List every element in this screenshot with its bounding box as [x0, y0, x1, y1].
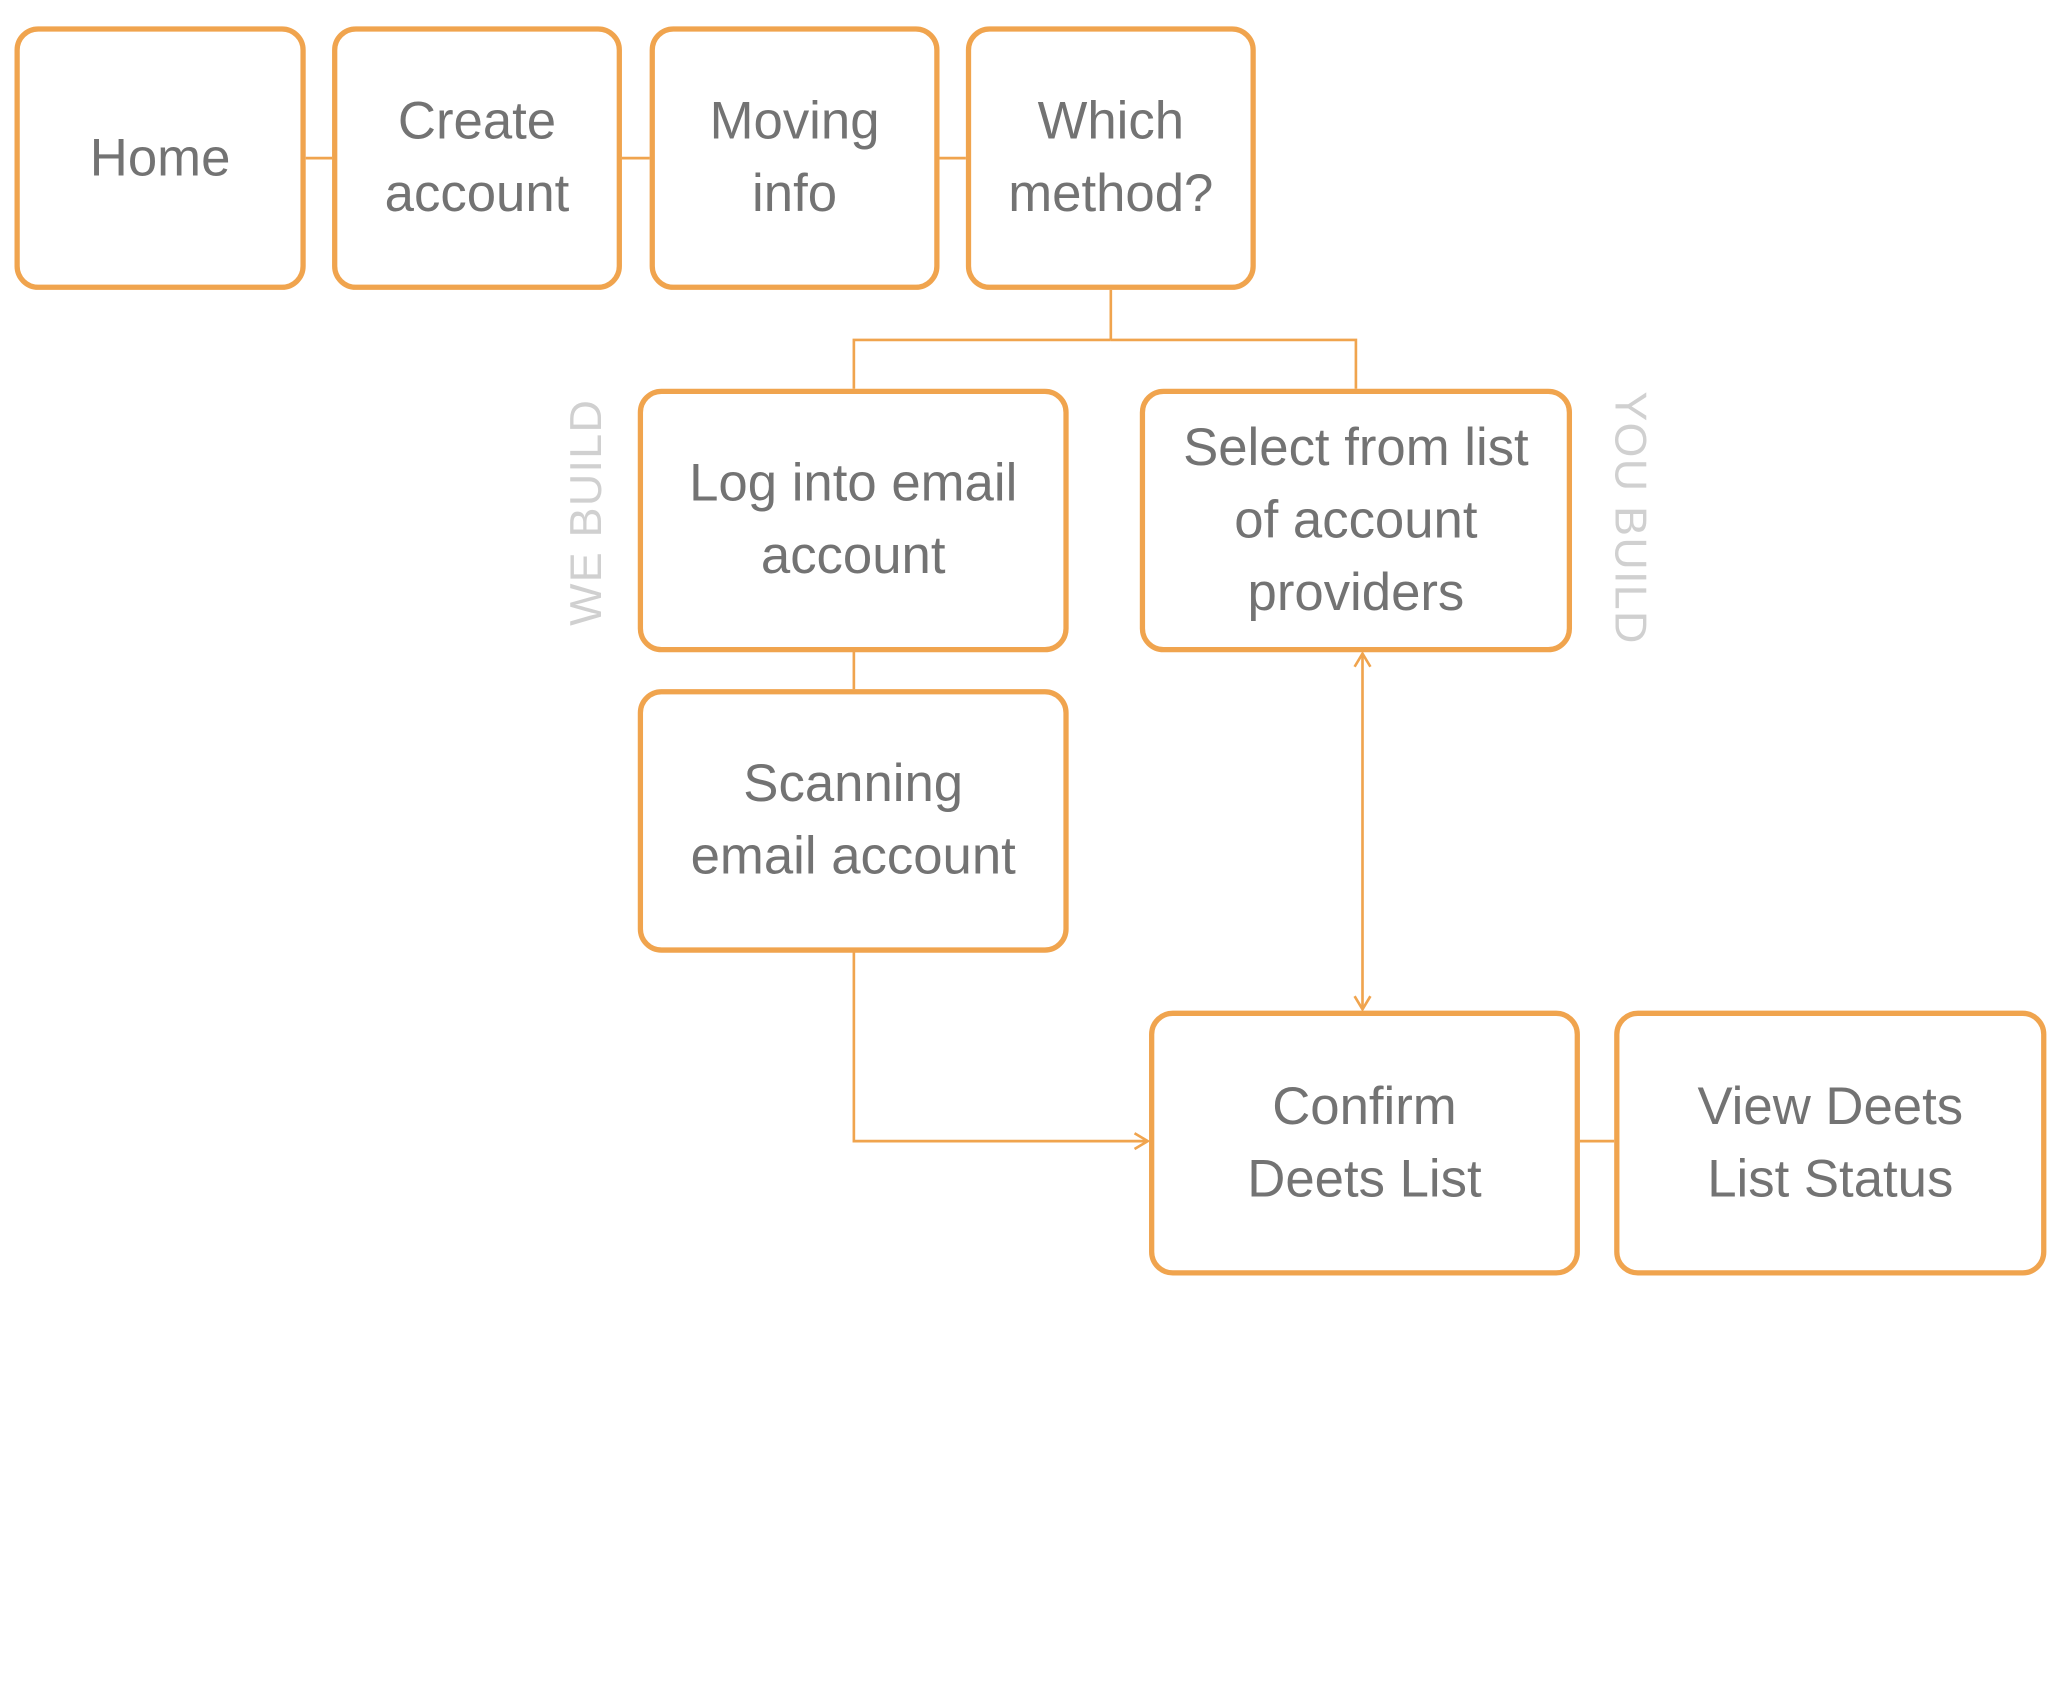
- node-home-label: Home: [89, 128, 231, 187]
- node-moving-info-label: Moving info: [709, 92, 880, 223]
- node-view-deets-status: View Deets List Status: [1614, 1010, 2047, 1276]
- node-which-method-label: Which method?: [1008, 92, 1214, 223]
- connector-branch-select: [1110, 338, 1358, 389]
- node-view-deets-status-label: View Deets List Status: [1697, 1077, 1964, 1208]
- node-home: Home: [14, 26, 306, 290]
- node-select-from-list: Select from list of account providers: [1139, 388, 1573, 653]
- node-log-into-email-label: Log into email account: [689, 454, 1018, 586]
- node-create-account-label: Create account: [384, 92, 570, 223]
- node-confirm-deets-label: Confirm Deets List: [1247, 1077, 1482, 1208]
- connector-branch-login: [852, 338, 1111, 389]
- node-confirm-deets: Confirm Deets List: [1149, 1010, 1580, 1276]
- node-select-from-list-label: Select from list of account providers: [1183, 418, 1529, 622]
- node-moving-info: Moving info: [649, 26, 940, 290]
- you-build-label: YOU BUILD: [1604, 391, 1656, 645]
- we-build-label: WE BUILD: [561, 398, 612, 626]
- node-scanning-email-label: Scanning email account: [690, 755, 1016, 886]
- node-log-into-email: Log into email account: [637, 388, 1069, 653]
- node-scanning-email: Scanning email account: [637, 689, 1069, 953]
- node-which-method: Which method?: [965, 26, 1256, 290]
- connector-layer: [305, 156, 1615, 1151]
- node-create-account: Create account: [332, 26, 622, 290]
- connector-scanning-confirm: [852, 951, 1151, 1151]
